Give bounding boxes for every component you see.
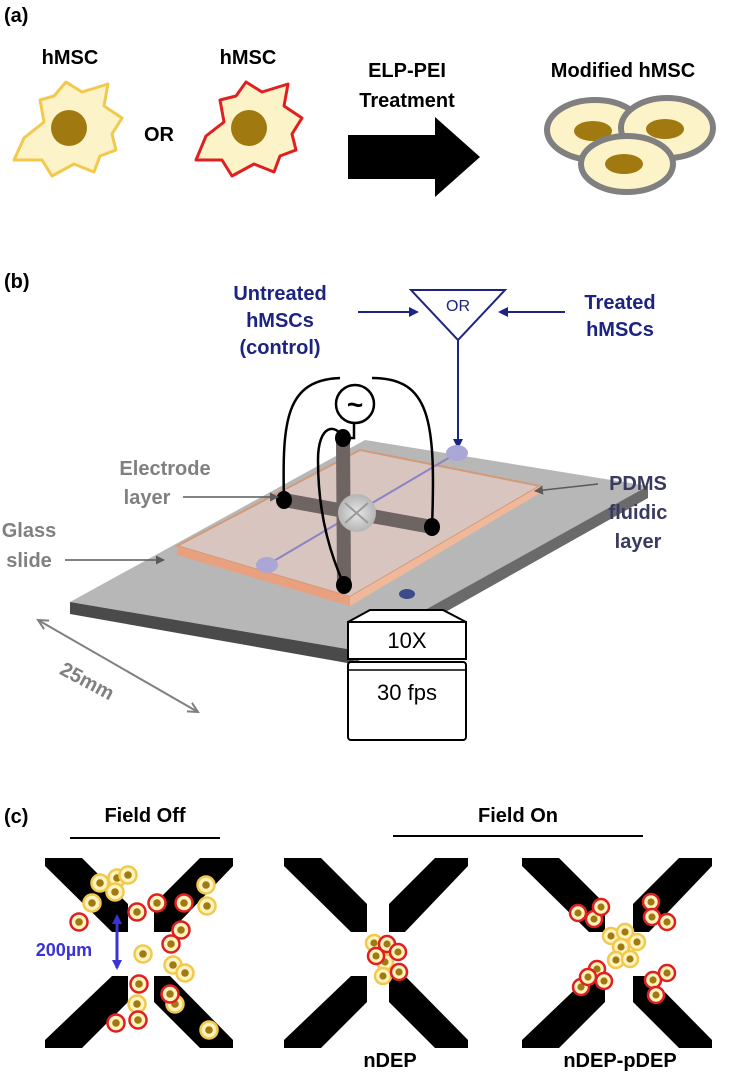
cell-yellow bbox=[620, 949, 640, 969]
cell-red bbox=[657, 963, 677, 983]
glass-line1: Glass bbox=[2, 520, 56, 542]
cell-red bbox=[127, 902, 147, 922]
cell-yellow bbox=[133, 944, 153, 964]
cell-red bbox=[591, 897, 611, 917]
hmsc-label-right: hMSC bbox=[220, 47, 277, 69]
pdms-line2: fluidic bbox=[609, 502, 668, 524]
cell-red bbox=[174, 893, 194, 913]
cell-red bbox=[106, 1013, 126, 1033]
scale-label: 25mm bbox=[56, 658, 117, 705]
cell-yellow bbox=[90, 873, 110, 893]
treated-line1: Treated bbox=[584, 292, 655, 314]
cell-yellow bbox=[105, 882, 125, 902]
panel-a-label: (a) bbox=[4, 5, 28, 27]
panel-a: (a) hMSC hMSC OR ELP-PEI Treatment Modif… bbox=[4, 5, 716, 197]
treatment-line2: Treatment bbox=[359, 90, 455, 112]
electrode-line1: Electrode bbox=[119, 458, 210, 480]
hmsc-cell-red-border bbox=[194, 80, 304, 178]
cell-red bbox=[129, 974, 149, 994]
cell-red bbox=[388, 942, 408, 962]
cell-yellow bbox=[197, 896, 217, 916]
cell-yellow bbox=[175, 963, 195, 983]
scale-arrow bbox=[38, 620, 198, 712]
field-on-label: Field On bbox=[478, 805, 558, 827]
gap-label: 200µm bbox=[36, 940, 92, 960]
ac-source-symbol: ~ bbox=[347, 389, 363, 420]
camera-label: 30 fps bbox=[377, 680, 437, 705]
glass-line2: slide bbox=[6, 550, 52, 572]
hmsc-label-left: hMSC bbox=[42, 47, 99, 69]
hmsc-cell-yellow-border bbox=[12, 80, 124, 178]
cell-yellow bbox=[82, 893, 102, 913]
electrode-line2: layer bbox=[124, 487, 171, 509]
panel-b-label: (b) bbox=[4, 271, 30, 293]
cells-field-off bbox=[69, 865, 219, 1040]
cell-red bbox=[366, 946, 386, 966]
cell-red bbox=[646, 985, 666, 1005]
pdms-line3: layer bbox=[615, 531, 662, 553]
panel-b: (b) Untreated hMSCs (control) Treated hM… bbox=[2, 271, 668, 741]
modified-hmsc-cells bbox=[544, 95, 716, 195]
objective-label: 10X bbox=[387, 628, 426, 653]
cell-red bbox=[568, 903, 588, 923]
cell-red bbox=[147, 893, 167, 913]
panel-c: (c) Field Off Field On 200µm bbox=[4, 805, 712, 1072]
untreated-line2: hMSCs bbox=[246, 310, 314, 332]
cell-red bbox=[128, 1010, 148, 1030]
cell-yellow bbox=[196, 875, 216, 895]
or-triangle bbox=[408, 289, 508, 342]
cell-red bbox=[171, 920, 191, 940]
cells-ndep-pdep bbox=[568, 892, 677, 1005]
pdms-pointer bbox=[534, 483, 599, 495]
cell-yellow bbox=[118, 865, 138, 885]
cell-red bbox=[657, 912, 677, 932]
or-label: OR bbox=[144, 124, 175, 146]
microscope-camera: 30 fps bbox=[347, 661, 467, 741]
ndep-label: nDEP bbox=[363, 1050, 416, 1072]
cell-red bbox=[594, 971, 614, 991]
cell-yellow bbox=[199, 1020, 219, 1040]
modified-hmsc-label: Modified hMSC bbox=[551, 60, 695, 82]
untreated-line1: Untreated bbox=[233, 283, 326, 305]
pdms-line1: PDMS bbox=[609, 473, 667, 495]
ac-source bbox=[334, 383, 376, 425]
cell-red bbox=[69, 912, 89, 932]
panel-c-label: (c) bbox=[4, 806, 28, 828]
cell-yellow bbox=[373, 966, 393, 986]
microscope-objective: 10X bbox=[347, 589, 467, 660]
or-triangle-label: OR bbox=[446, 298, 470, 315]
treatment-line1: ELP-PEI bbox=[368, 60, 446, 82]
field-off-label: Field Off bbox=[104, 805, 185, 827]
cell-yellow bbox=[627, 932, 647, 952]
cell-yellow bbox=[127, 994, 147, 1014]
cell-red bbox=[642, 907, 662, 927]
cells-ndep bbox=[364, 933, 409, 986]
ac-wires bbox=[282, 376, 435, 586]
cell-red bbox=[160, 984, 180, 1004]
cell-red bbox=[161, 934, 181, 954]
ndep-pdep-label: nDEP-pDEP bbox=[563, 1050, 676, 1072]
cell-red bbox=[641, 892, 661, 912]
treatment-arrow bbox=[348, 117, 480, 197]
treated-line2: hMSCs bbox=[586, 319, 654, 341]
untreated-line3: (control) bbox=[239, 337, 320, 359]
cell-red bbox=[389, 962, 409, 982]
electrodes-ndep bbox=[284, 858, 468, 1048]
cell-red bbox=[578, 967, 598, 987]
